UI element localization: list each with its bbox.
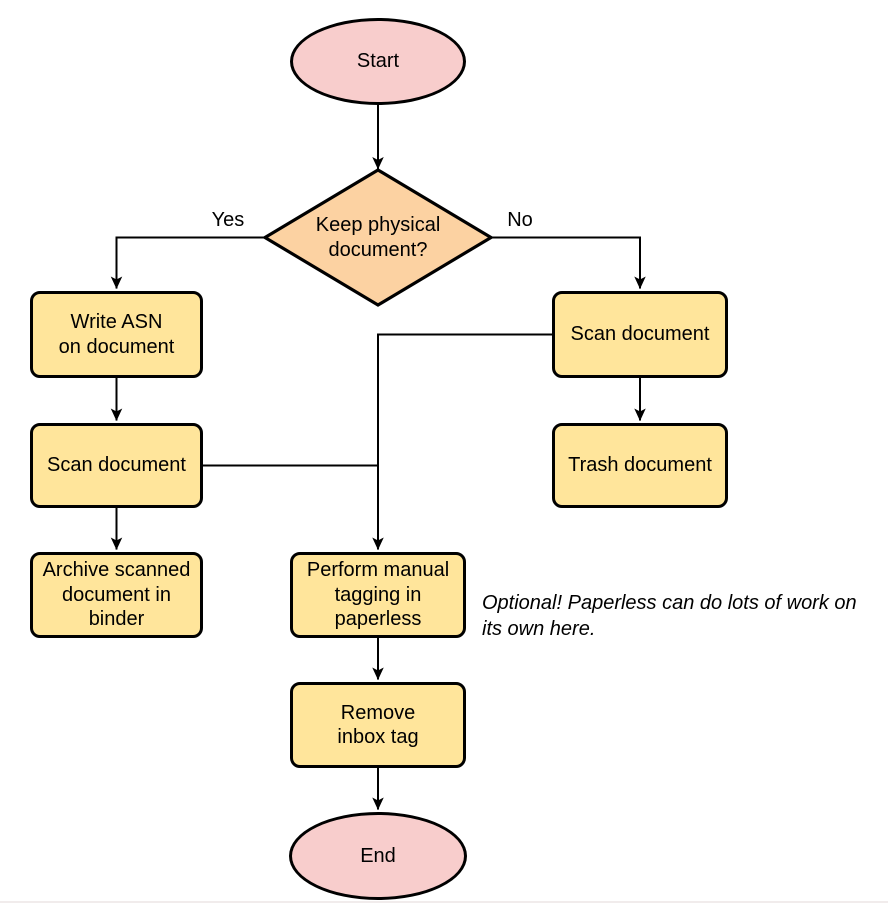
node-trash-document-label: Trash document	[568, 454, 712, 477]
node-start: Start	[290, 18, 466, 105]
node-remove-inbox-tag: Remove inbox tag	[290, 682, 466, 768]
node-scan-document-left: Scan document	[30, 423, 203, 508]
edge-label-yes: Yes	[211, 209, 245, 231]
node-manual-tagging-label: Perform manual tagging in paperless	[306, 559, 450, 631]
node-decision-label: Keep physical document?	[315, 214, 441, 261]
decision-shape	[261, 168, 495, 307]
edge-scan-right-to-tagging	[372, 333, 552, 550]
node-scan-document-right: Scan document	[552, 291, 728, 378]
annotation-optional-paperless: Optional! Paperless can do lots of work …	[482, 592, 857, 640]
edge-decision-yes-to-write-asn	[110, 236, 266, 289]
edge-label-no: No	[507, 209, 533, 231]
page-bottom-divider	[0, 901, 888, 903]
node-write-asn-label: Write ASN on document	[58, 311, 175, 358]
node-archive-binder-label: Archive scanned document in binder	[42, 559, 191, 631]
node-trash-document: Trash document	[552, 423, 728, 508]
node-remove-inbox-tag-label: Remove inbox tag	[337, 701, 419, 748]
node-scan-document-left-label: Scan document	[47, 454, 186, 477]
node-start-label: Start	[356, 50, 400, 73]
node-scan-document-right-label: Scan document	[570, 323, 710, 346]
node-archive-binder: Archive scanned document in binder	[30, 552, 203, 638]
node-end-label: End	[360, 844, 396, 867]
node-manual-tagging: Perform manual tagging in paperless	[290, 552, 466, 638]
edge-decision-no-to-scan-right	[490, 236, 646, 289]
node-end: End	[289, 812, 467, 900]
node-write-asn: Write ASN on document	[30, 291, 203, 378]
